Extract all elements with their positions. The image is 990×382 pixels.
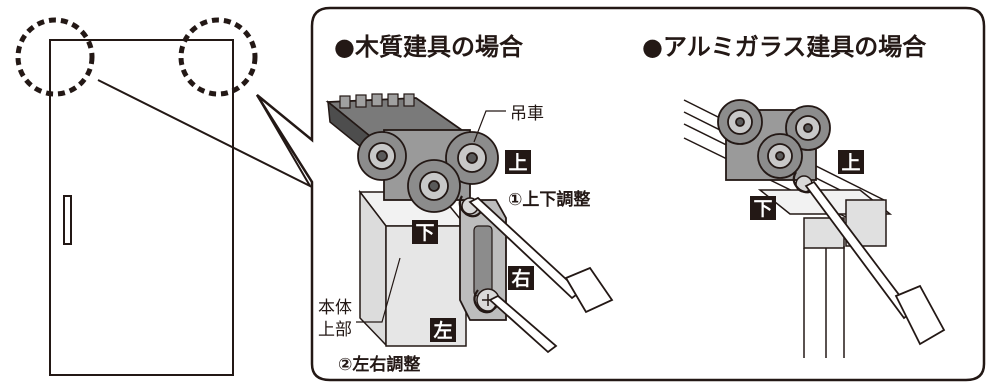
badge-right-text: 右	[510, 267, 530, 290]
hanger-label-leader	[473, 110, 506, 143]
body-top-label-line1: 本体	[318, 298, 352, 318]
door-illustration	[15, 17, 313, 376]
wood-badge-up: 上	[505, 150, 531, 174]
badge-up-text: 上	[508, 152, 527, 174]
body-top-label-line2: 上部	[318, 320, 352, 340]
body-top-label-leader	[356, 257, 401, 323]
rotation-arrow-1	[458, 195, 483, 218]
callout-leader-lines	[97, 79, 313, 189]
door-panel	[49, 39, 234, 376]
aluminum-door-hanger-illustration	[683, 99, 946, 358]
bracket-slot	[473, 225, 493, 297]
wood-door-hanger-illustration	[325, 93, 614, 354]
door-handle	[63, 195, 72, 245]
badge-down-text: 下	[415, 222, 434, 244]
right-hanger-callout-circle	[178, 17, 258, 97]
horizontal-adjustment-label: ②左右調整	[338, 354, 420, 375]
rail-teeth	[339, 93, 415, 109]
wood-badge-down: 下	[412, 220, 438, 244]
left-hanger-callout-circle	[15, 17, 95, 97]
hanger-label: 吊車	[510, 104, 544, 124]
hanger-wheels	[357, 131, 499, 213]
aluminum-badge-up-text: 上	[841, 152, 860, 174]
aluminum-hanger-wheels	[717, 99, 831, 179]
badge-left-text: 左	[433, 319, 452, 342]
wood-badge-right: 右	[508, 266, 534, 290]
aluminum-screwdriver-handle	[894, 284, 946, 346]
wood-badge-left: 左	[430, 318, 456, 342]
aluminum-badge-down-text: 下	[753, 198, 772, 220]
aluminum-section-title: ●アルミガラス建具の場合	[642, 33, 927, 61]
rotation-arrow-2	[473, 289, 497, 314]
screwdriver-1-handle	[564, 266, 614, 314]
screwdriver-2	[488, 294, 558, 354]
aluminum-badge-down: 下	[750, 196, 776, 220]
vertical-adjustment-label: ①上下調整	[508, 189, 590, 210]
aluminum-badge-up: 上	[838, 150, 864, 174]
wood-section-title: ●木質建具の場合	[334, 33, 524, 61]
